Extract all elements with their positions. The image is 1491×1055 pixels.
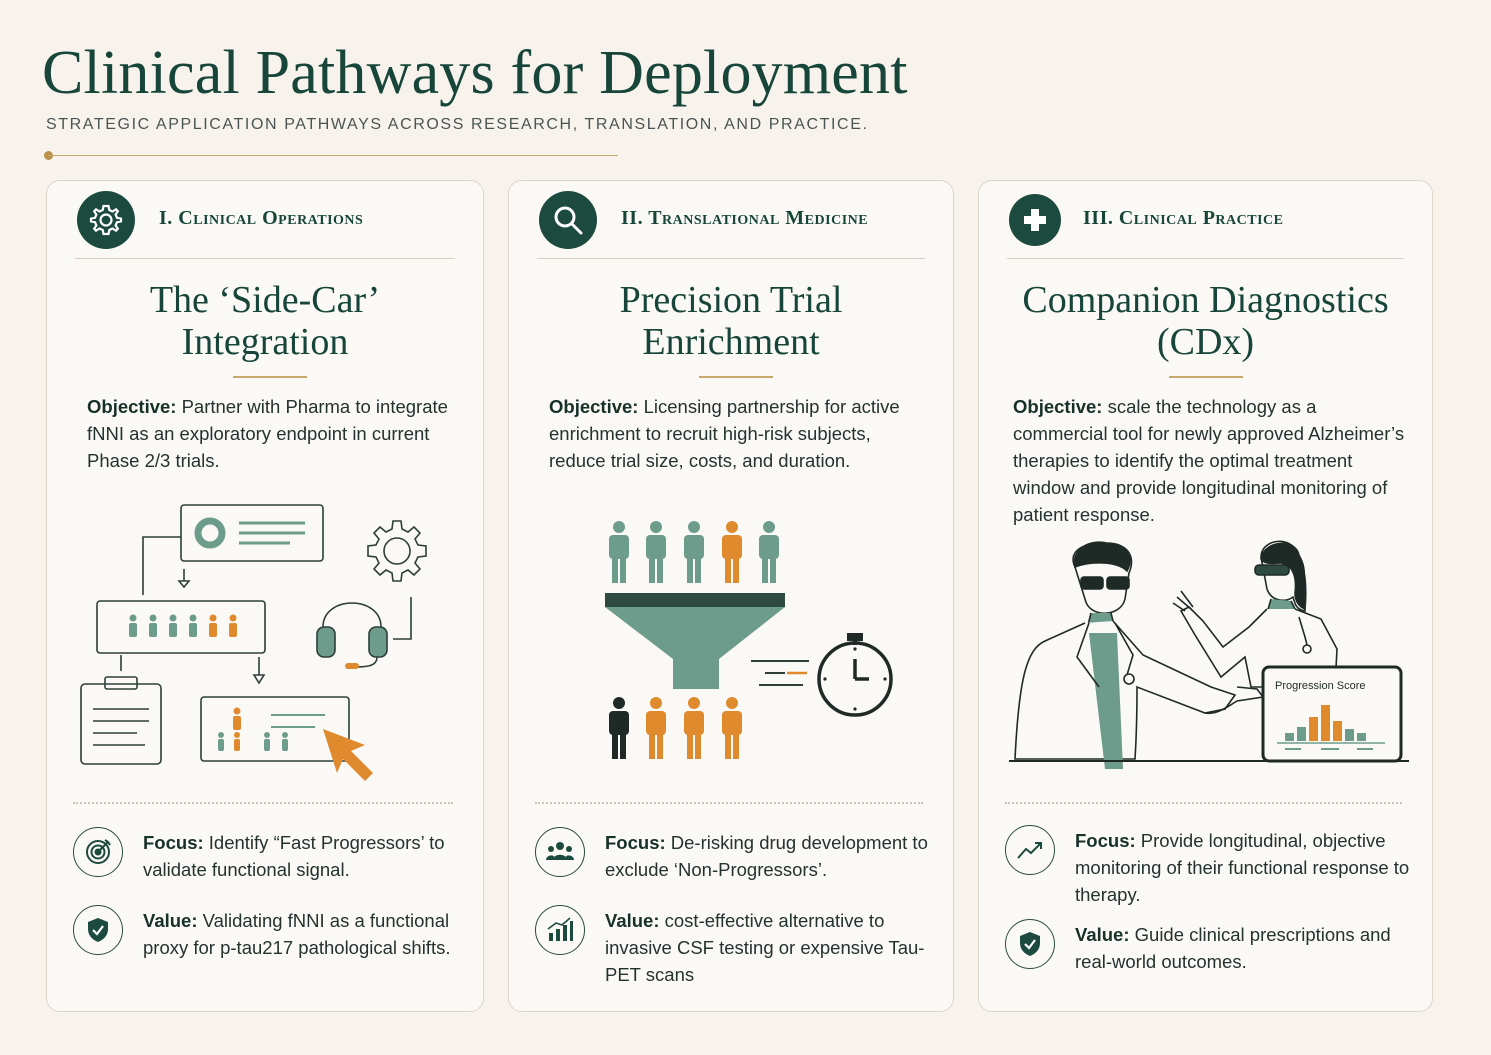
gear-icon [77, 191, 135, 249]
page-title: Clinical Pathways for Deployment [42, 39, 908, 107]
title-underline [699, 376, 773, 378]
objective-text: Objective: scale the technology as a com… [1013, 393, 1408, 528]
card-title-line1: The ‘Side-Car’ [149, 279, 381, 321]
card-title: The ‘Side-Car’ Integration [67, 279, 463, 363]
card-header: II. Translational Medicine [537, 181, 925, 259]
focus-label: Focus: [143, 832, 204, 853]
section-divider [1005, 802, 1402, 804]
focus-body: Identify “Fast Progressors’ to validate … [143, 832, 445, 880]
focus-item: Focus: Identify “Fast Progressors’ to va… [73, 827, 463, 887]
value-item: Value: Guide clinical prescriptions and … [1005, 919, 1412, 989]
card-clinical-practice: III. Clinical Practice Companion Diagnos… [978, 180, 1433, 1012]
objective-text: Objective: Licensing partnership for act… [549, 393, 923, 474]
funnel-illustration [605, 521, 893, 759]
card-title-line1: Companion Diagnostics [1022, 279, 1389, 321]
card-title-line2: (CDx) [1156, 321, 1255, 363]
value-text: Value: Validating fNNI as a functional p… [143, 907, 463, 961]
progression-score-label: Progression Score [1275, 680, 1366, 692]
card-title-line2: Enrichment [642, 321, 820, 363]
focus-label: Focus: [1075, 830, 1136, 851]
objective-text: Objective: Partner with Pharma to integr… [87, 393, 453, 474]
card-header: III. Clinical Practice [1007, 181, 1404, 259]
section-label: II. Translational Medicine [621, 207, 869, 229]
objective-body: Licensing partnership for active enrichm… [549, 396, 900, 471]
focus-item: Focus: De-risking drug development to ex… [535, 827, 933, 887]
focus-item: Focus: Provide longitudinal, objective m… [1005, 825, 1412, 905]
people-bottom-row [609, 697, 742, 759]
objective-body: Partner with Pharma to integrate fNNI as… [87, 396, 448, 471]
focus-body: De-risking drug development to exclude ‘… [605, 832, 928, 880]
objective-label: Objective: [1013, 396, 1103, 417]
focus-text: Focus: De-risking drug development to ex… [605, 829, 933, 883]
objective-label: Objective: [87, 396, 177, 417]
search-icon [539, 191, 597, 249]
value-label: Value: [1075, 924, 1130, 945]
value-label: Value: [605, 910, 660, 931]
card-clinical-operations: I. Clinical Operations The ‘Side-Car’ In… [46, 180, 484, 1012]
card-title: Companion Diagnostics (CDx) [999, 279, 1412, 363]
bar-chart-icon [535, 905, 585, 955]
card-title-line2: Integration [181, 321, 349, 363]
progression-bars [1285, 705, 1366, 741]
card-header: I. Clinical Operations [75, 181, 455, 259]
people-top-row [609, 521, 779, 583]
doctors-illustration: Progression Score [1009, 540, 1409, 769]
card-title-line1: Precision Trial [619, 279, 843, 321]
value-text: Value: cost-effective alternative to inv… [605, 907, 933, 988]
focus-text: Focus: Provide longitudinal, objective m… [1075, 827, 1412, 908]
card-title: Precision Trial Enrichment [529, 279, 933, 363]
target-icon [73, 827, 123, 877]
people-row [129, 614, 237, 637]
people-group-icon [535, 827, 585, 877]
section-divider [73, 802, 453, 804]
medical-cross-icon [1009, 194, 1061, 246]
value-item: Value: cost-effective alternative to inv… [535, 905, 933, 995]
value-body: cost-effective alternative to invasive C… [605, 910, 925, 985]
objective-label: Objective: [549, 396, 639, 417]
value-label: Value: [143, 910, 198, 931]
section-label: I. Clinical Operations [159, 207, 364, 229]
shield-check-icon [73, 905, 123, 955]
page-subtitle: STRATEGIC APPLICATION PATHWAYS ACROSS RE… [46, 116, 869, 133]
value-body: Validating fNNI as a functional proxy fo… [143, 910, 451, 958]
focus-text: Focus: Identify “Fast Progressors’ to va… [143, 829, 463, 883]
focus-label: Focus: [605, 832, 666, 853]
workflow-illustration [80, 504, 427, 781]
title-underline [233, 376, 307, 378]
objective-body: scale the technology as a commercial too… [1013, 396, 1405, 525]
value-text: Value: Guide clinical prescriptions and … [1075, 921, 1412, 975]
trend-up-icon [1005, 825, 1055, 875]
section-label: III. Clinical Practice [1083, 207, 1284, 229]
value-body: Guide clinical prescriptions and real-wo… [1075, 924, 1391, 972]
header-rule [48, 155, 618, 156]
card-translational-medicine: II. Translational Medicine Precision Tri… [508, 180, 954, 1012]
section-divider [535, 802, 923, 804]
focus-body: Provide longitudinal, objective monitori… [1075, 830, 1410, 905]
title-underline [1169, 376, 1243, 378]
shield-check-icon [1005, 919, 1055, 969]
value-item: Value: Validating fNNI as a functional p… [73, 905, 463, 995]
